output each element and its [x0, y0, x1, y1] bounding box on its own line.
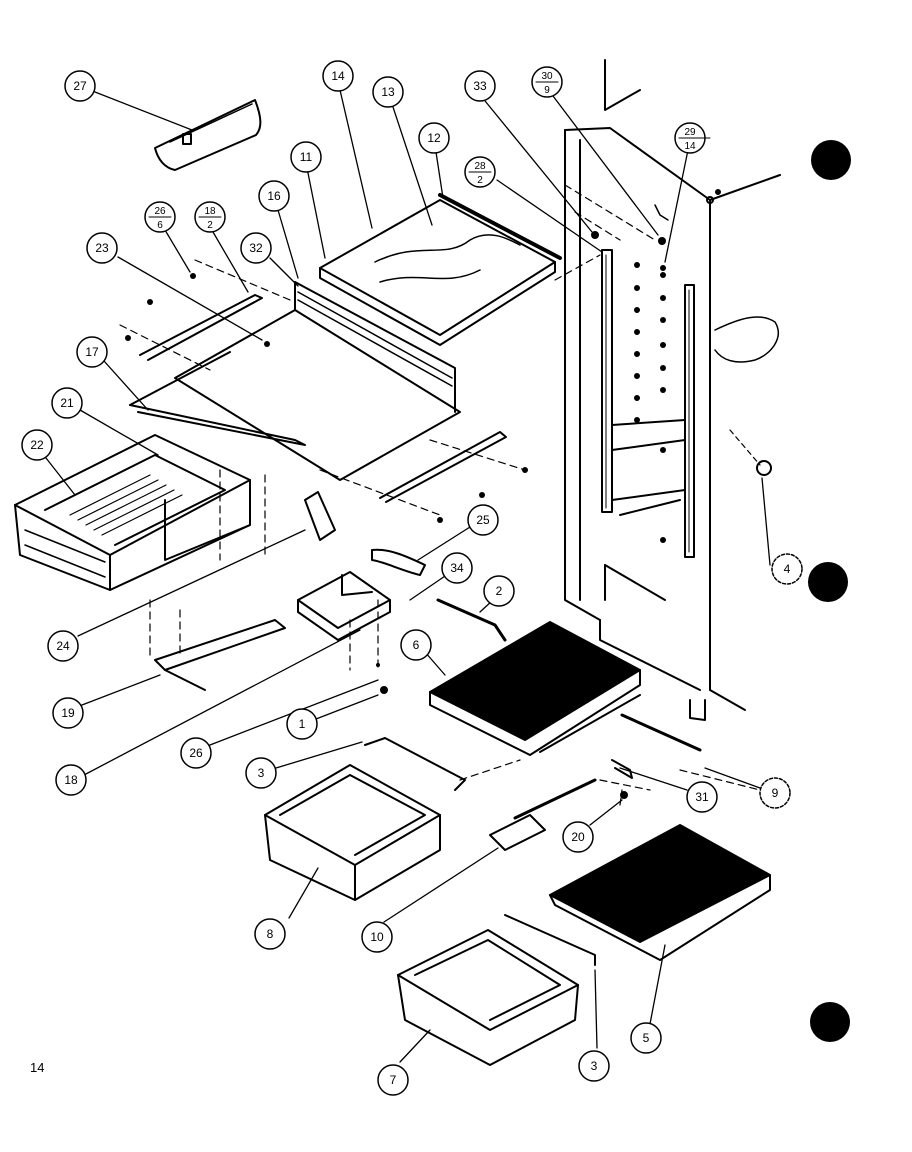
svg-text:30: 30: [541, 71, 553, 82]
svg-text:28: 28: [474, 161, 486, 172]
svg-text:16: 16: [267, 189, 281, 203]
svg-text:6: 6: [413, 638, 420, 652]
binder-hole-middle: [808, 562, 848, 602]
svg-text:26: 26: [154, 206, 166, 217]
svg-text:17: 17: [85, 345, 99, 359]
callout-1: 1: [286, 708, 318, 740]
explode-guide-lines: [119, 184, 761, 806]
upper-glass-shelf: [319, 193, 562, 346]
svg-text:29: 29: [684, 127, 696, 138]
svg-text:10: 10: [370, 930, 384, 944]
svg-text:25: 25: [476, 513, 490, 527]
callout-7: 7: [377, 1064, 409, 1096]
svg-text:13: 13: [381, 85, 395, 99]
svg-text:6: 6: [157, 220, 163, 231]
callout-13: 13: [372, 76, 404, 108]
binder-hole-top: [811, 140, 851, 180]
callout-14: 14: [322, 60, 354, 92]
callout-25: 25: [467, 504, 499, 536]
callout-4: 4: [771, 553, 803, 585]
part-27-trim: [154, 99, 262, 171]
callout-30-9: 309: [531, 66, 563, 98]
svg-text:5: 5: [643, 1031, 650, 1045]
crisper-drawer-8: [264, 737, 466, 901]
svg-text:7: 7: [390, 1073, 397, 1087]
callout-33: 33: [464, 70, 496, 102]
svg-text:32: 32: [249, 241, 263, 255]
svg-text:22: 22: [30, 438, 44, 452]
callout-8: 8: [254, 918, 286, 950]
crisper-cover-5: [504, 824, 771, 966]
crisper-drawer-7: [397, 929, 579, 1066]
svg-text:14: 14: [331, 69, 345, 83]
cabinet-liner: [564, 59, 781, 721]
callout-24: 24: [47, 630, 79, 662]
svg-text:23: 23: [95, 241, 109, 255]
callout-5: 5: [630, 1022, 662, 1054]
callout-19: 19: [52, 697, 84, 729]
callout-23: 23: [86, 232, 118, 264]
screws: [125, 231, 666, 694]
crisper-cover-6: [429, 598, 641, 756]
svg-text:2: 2: [477, 175, 483, 186]
callout-18: 18: [55, 764, 87, 796]
callout-6: 6: [400, 629, 432, 661]
svg-text:9: 9: [544, 85, 550, 96]
callout-21: 21: [51, 387, 83, 419]
svg-text:34: 34: [450, 561, 464, 575]
binder-hole-bottom: [810, 1002, 850, 1042]
svg-text:21: 21: [60, 396, 74, 410]
svg-text:2: 2: [496, 584, 503, 598]
callout-34: 34: [441, 552, 473, 584]
svg-text:3: 3: [258, 766, 265, 780]
callout-28-2: 282: [464, 156, 496, 188]
callout-2: 2: [483, 575, 515, 607]
middle-shelf: [129, 281, 507, 503]
callout-18-2: 182: [194, 201, 226, 233]
svg-text:12: 12: [427, 131, 441, 145]
callout-11: 11: [290, 141, 322, 173]
divider-10: [489, 713, 702, 851]
callout-26: 26: [180, 737, 212, 769]
callout-31: 31: [686, 781, 718, 813]
svg-text:33: 33: [473, 79, 487, 93]
crisper-brackets: [154, 491, 426, 691]
callout-12: 12: [418, 122, 450, 154]
svg-text:26: 26: [189, 746, 203, 760]
svg-text:3: 3: [591, 1059, 598, 1073]
svg-text:4: 4: [784, 562, 791, 576]
svg-text:18: 18: [64, 773, 78, 787]
callout-9: 9: [759, 777, 791, 809]
callout-17: 17: [76, 336, 108, 368]
callout-32: 32: [240, 232, 272, 264]
callout-26-6: 266: [144, 201, 176, 233]
leader-lines: [45, 89, 771, 1063]
svg-text:19: 19: [61, 706, 75, 720]
page-number: 14: [30, 1060, 45, 1075]
svg-text:18: 18: [204, 206, 216, 217]
svg-text:31: 31: [695, 790, 709, 804]
svg-text:24: 24: [56, 639, 70, 653]
callout-10: 10: [361, 921, 393, 953]
crisper-pan-22: [14, 434, 251, 591]
callout-27: 27: [64, 70, 96, 102]
callout-3-upper: 3: [245, 757, 277, 789]
svg-text:2: 2: [207, 220, 213, 231]
svg-text:14: 14: [684, 141, 696, 152]
svg-text:27: 27: [73, 79, 87, 93]
callout-16: 16: [258, 180, 290, 212]
callout-3-lower: 3: [578, 1050, 610, 1082]
svg-text:11: 11: [300, 150, 313, 164]
svg-text:8: 8: [267, 927, 274, 941]
svg-text:20: 20: [571, 830, 585, 844]
callout-22: 22: [21, 429, 53, 461]
callout-20: 20: [562, 821, 594, 853]
svg-text:9: 9: [772, 786, 779, 800]
svg-text:1: 1: [299, 717, 306, 731]
